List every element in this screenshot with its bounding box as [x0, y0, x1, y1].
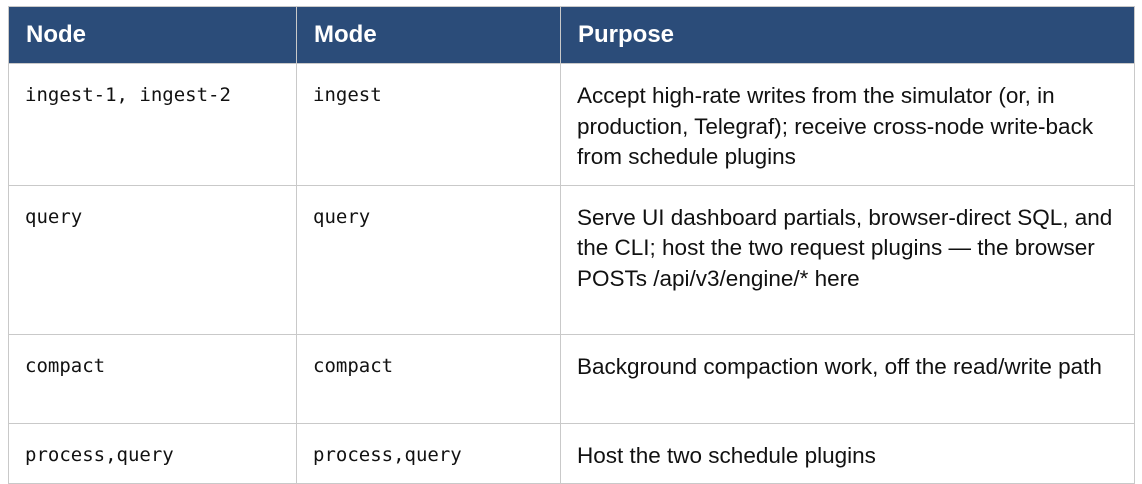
- cell-node: ingest-1, ingest-2: [8, 63, 297, 186]
- cell-node: process,query: [8, 422, 297, 484]
- cell-node: query: [8, 184, 297, 335]
- header-mode: Mode: [296, 6, 561, 64]
- cell-mode: ingest: [296, 63, 561, 186]
- cell-mode: compact: [296, 333, 561, 424]
- cell-purpose: Accept high-rate writes from the simulat…: [560, 63, 1135, 186]
- cell-purpose: Serve UI dashboard partials, browser-dir…: [560, 184, 1135, 335]
- header-purpose: Purpose: [560, 6, 1135, 64]
- node-mode-table: Node Mode Purpose ingest-1, ingest-2 ing…: [8, 6, 1135, 484]
- header-row: Node Mode Purpose: [8, 6, 1135, 64]
- table-row: ingest-1, ingest-2 ingest Accept high-ra…: [8, 63, 1135, 186]
- table-row: query query Serve UI dashboard partials,…: [8, 184, 1135, 335]
- table-header: Node Mode Purpose: [8, 6, 1135, 64]
- table-row: process,query process,query Host the two…: [8, 422, 1135, 484]
- table-body: ingest-1, ingest-2 ingest Accept high-ra…: [8, 63, 1135, 484]
- cell-purpose: Background compaction work, off the read…: [560, 333, 1135, 424]
- cell-node: compact: [8, 333, 297, 424]
- cell-mode: process,query: [296, 422, 561, 484]
- table-row: compact compact Background compaction wo…: [8, 333, 1135, 424]
- header-node: Node: [8, 6, 297, 64]
- cell-mode: query: [296, 184, 561, 335]
- cell-purpose: Host the two schedule plugins: [560, 422, 1135, 484]
